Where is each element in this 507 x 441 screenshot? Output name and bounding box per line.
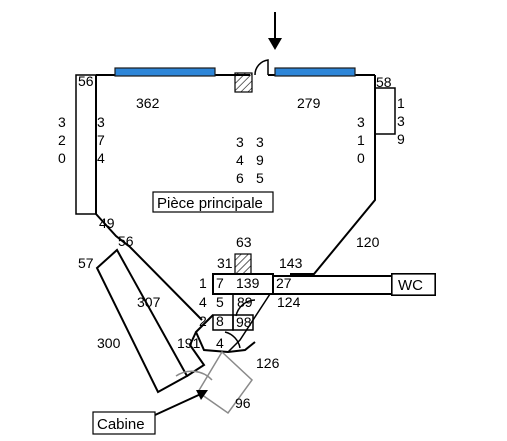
dim-124: 124 [277,294,301,310]
dim-2: 2 [199,313,207,329]
right-closet [374,87,396,135]
window-right [274,67,356,77]
lower-left-wall [186,331,206,377]
hatched-square-icon [234,253,252,275]
dim-279: 279 [297,95,321,111]
dim-191: 191 [177,335,201,351]
dim-374-2: 7 [97,132,105,148]
dim-56-top: 56 [78,73,94,89]
lower-angled-wall [194,314,256,354]
small-cell-2 [232,314,254,331]
dim-5: 5 [216,294,224,310]
dim-300: 300 [97,335,121,351]
cabin-label-box [92,411,156,435]
cabin-strip [95,248,189,394]
dim-346-3: 6 [236,170,244,186]
dim-120: 120 [356,234,380,250]
dim-143: 143 [279,255,303,271]
dim-139-right-1: 1 [397,95,405,111]
dim-346-1: 3 [236,134,244,150]
cabin-pointer [154,392,204,416]
dim-374-3: 4 [97,150,105,166]
cabin-door-swing-2 [196,350,253,415]
dim-1: 1 [199,275,207,291]
dim-4b: 4 [216,335,224,351]
dim-27: 27 [276,275,292,291]
dim-96: 96 [235,395,251,411]
dim-63: 63 [236,234,252,250]
down-arrow-icon [268,12,282,50]
dim-395-1: 3 [256,134,264,150]
dim-362: 362 [136,95,160,111]
dim-395-3: 5 [256,170,264,186]
dim-126: 126 [256,355,280,371]
left-closet [75,74,97,215]
dim-31: 31 [217,255,233,271]
cabin-pointer-head [196,390,208,400]
core-door-swing [235,299,256,317]
dim-307: 307 [137,294,161,310]
dim-310-3: 0 [357,150,365,166]
dim-320-1: 3 [58,114,66,130]
window-left [114,67,216,77]
dim-310-2: 1 [357,132,365,148]
entrance-door-swing [254,59,269,76]
wc-block [212,273,274,295]
hatched-square-icon [234,72,253,93]
dim-49: 49 [99,215,115,231]
dim-139-mid: 139 [236,275,260,291]
dim-310-1: 3 [357,114,365,130]
cabin-label: Cabine [97,416,145,433]
core-inner-wall-2 [227,293,271,353]
main-room-label: Pièce principale [157,195,263,212]
main-room-lower-left-wall [95,213,203,321]
dim-8: 8 [216,313,224,329]
dim-346-2: 4 [236,152,244,168]
dim-4: 4 [199,294,207,310]
dim-98: 98 [236,314,252,330]
dim-139-right-2: 3 [397,113,405,129]
main-room-label-box [152,191,274,213]
core-door-swing-2 [224,331,241,349]
dim-320-3: 0 [58,150,66,166]
dim-139-right-3: 9 [397,131,405,147]
dim-395-2: 9 [256,152,264,168]
wc-label-box [391,273,436,296]
cabin-door-swing [175,370,213,381]
main-room-right-wall [290,75,376,275]
dim-374-1: 3 [97,114,105,130]
dim-320-2: 2 [58,132,66,148]
dim-7: 7 [216,275,224,291]
dim-56-mid: 56 [118,233,134,249]
dim-57: 57 [78,255,94,271]
dim-58: 58 [376,74,392,90]
dim-89: 89 [237,294,253,310]
wc-label: WC [398,277,423,294]
